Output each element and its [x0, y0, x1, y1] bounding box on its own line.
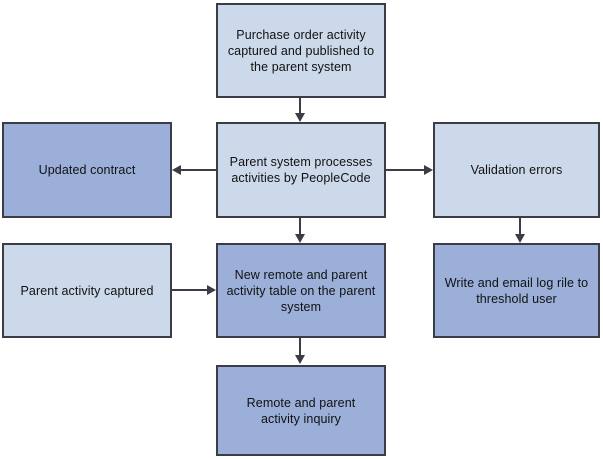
connector-line	[299, 98, 301, 116]
node-label: Parent activity captured	[20, 283, 154, 298]
node-label: Parent system processes activities by Pe…	[229, 155, 373, 185]
arrow-head-left-icon	[172, 165, 181, 175]
arrow-head-down-icon	[295, 355, 305, 364]
connector-line	[299, 338, 301, 357]
connector-line	[180, 169, 216, 171]
node-updated-contract[interactable]: Updated contract	[2, 122, 172, 218]
node-validation-errors[interactable]: Validation errors	[433, 122, 600, 218]
arrow-head-right-icon	[207, 285, 216, 295]
node-purchase-order-activity[interactable]: Purchase order activity captured and pub…	[216, 3, 386, 98]
arrow-head-right-icon	[424, 165, 433, 175]
node-label: Remote and parent activity inquiry	[246, 395, 356, 426]
connector-line	[172, 289, 210, 291]
connector-line	[519, 218, 521, 236]
arrow-head-down-icon	[295, 113, 305, 122]
node-new-remote-and-parent-activity-table[interactable]: New remote and parent activity table on …	[216, 243, 386, 338]
node-label: Updated contract	[38, 163, 136, 177]
arrow-head-down-icon	[515, 234, 525, 243]
node-remote-and-parent-activity-inquiry[interactable]: Remote and parent activity inquiry	[216, 365, 386, 456]
node-label: Validation errors	[470, 163, 563, 177]
node-label: Purchase order activity captured and pub…	[227, 27, 375, 74]
node-label: New remote and parent activity table on …	[226, 267, 376, 314]
connector-line	[386, 169, 425, 171]
connector-line	[299, 218, 301, 236]
node-label: Write and email log rile to threshold us…	[444, 275, 589, 306]
arrow-head-down-icon	[295, 234, 305, 243]
node-parent-activity-captured[interactable]: Parent activity captured	[2, 243, 172, 338]
node-write-and-email-log-file[interactable]: Write and email log rile to threshold us…	[433, 243, 600, 338]
node-parent-system-processes[interactable]: Parent system processes activities by Pe…	[216, 122, 386, 218]
